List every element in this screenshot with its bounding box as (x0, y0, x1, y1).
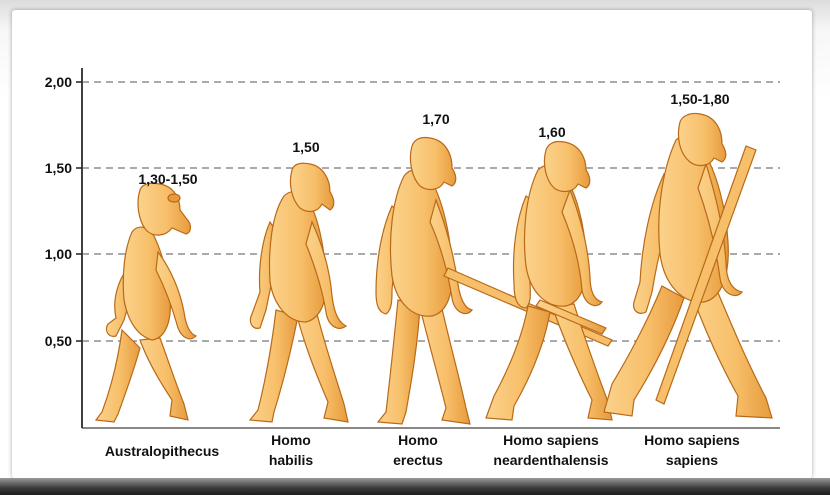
species-label-homo-sapiens-sapiens-line2: sapiens (666, 452, 718, 468)
species-label-homo-habilis-line1: Homo (271, 432, 311, 448)
figure-homo-sapiens-sapiens (604, 113, 772, 418)
species-label-homo-erectus-line1: Homo (398, 432, 438, 448)
height-label-homo-erectus: 1,70 (422, 111, 449, 127)
height-label-homo-sapiens-sapiens: 1,50-1,80 (670, 91, 729, 107)
height-label-australopithecus: 1,30-1,50 (138, 171, 197, 187)
species-label-homo-erectus-line2: erectus (393, 452, 443, 468)
height-label-homo-sapiens-neardenthalensis: 1,60 (538, 124, 565, 140)
y-tick-label-1-00: 1,00 (45, 246, 72, 262)
y-tick-label-1-50: 1,50 (45, 160, 72, 176)
y-tick-label-2-00: 2,00 (45, 74, 72, 90)
species-label-homo-sapiens-neardenthalensis-line2: neardenthalensis (493, 452, 608, 468)
species-label-homo-sapiens-sapiens-line1: Homo sapiens (644, 432, 740, 448)
figure-homo-sapiens-neardenthalensis (486, 141, 612, 420)
species-label-homo-habilis-line2: habilis (269, 452, 314, 468)
height-label-homo-habilis: 1,50 (292, 139, 319, 155)
species-label-australopithecus: Australopithecus (105, 443, 220, 459)
y-tick-label-0-50: 0,50 (45, 333, 72, 349)
species-label-homo-sapiens-neardenthalensis-line1: Homo sapiens (503, 432, 599, 448)
figure-australopithecus (96, 183, 196, 422)
figure-homo-habilis (250, 163, 348, 422)
